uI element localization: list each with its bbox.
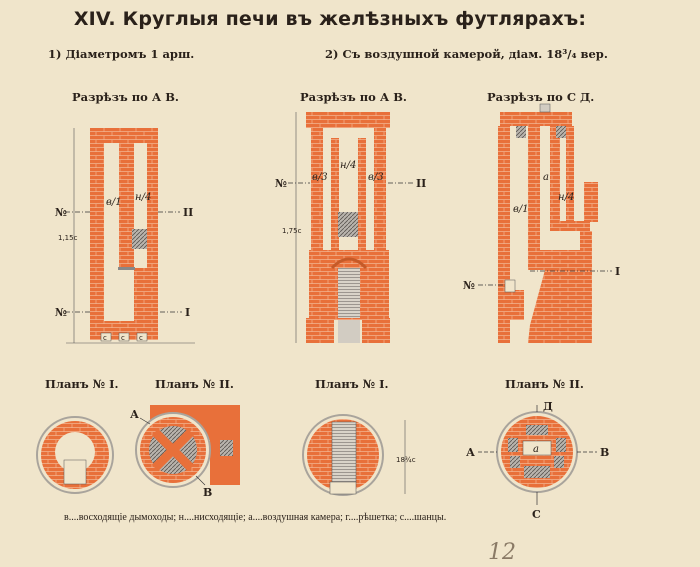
label-no-1: № [55,206,67,219]
label-A-plan4: А [466,446,475,459]
plan-heading-3: Планъ № I. [315,377,389,391]
label-c-2: с [121,334,125,342]
label-v3-right: в/3 [368,172,384,183]
label-A-plan2: А [130,408,139,421]
legend: в....восходящіе дымоходы; н....нисходящі… [64,512,447,523]
label-diameter: 18¾с [396,456,416,464]
label-c-3: с [139,334,143,342]
section-drawing-2: в/3 н/4 в/3 1,75с № II [275,112,426,343]
section-heading-2: Разрѣзъ по А В. [300,90,407,104]
page-title: XIV. Круглыя печи въ желѣзныхъ футлярахъ… [73,8,587,30]
label-n4-3: н/4 [558,192,574,203]
label-C-plan4: С [532,508,541,521]
plan-drawing-1 [36,416,114,494]
plan-heading-2: Планъ № II. [155,377,234,391]
label-height-1: 1,15с [58,234,78,242]
plan-drawing-4: а А В Д С [466,400,609,521]
section-heading-1: Разрѣзъ по А В. [72,90,179,104]
label-a-plan: а [533,444,539,455]
label-v3-left: в/3 [312,172,328,183]
label-v1-3: в/1 [513,204,529,215]
label-c-1: с [103,334,107,342]
label-D-plan4: Д [543,400,553,413]
plan-heading-1: Планъ № I. [45,377,119,391]
plan-drawing-2: А В [130,405,240,499]
label-n4-2: н/4 [340,160,356,171]
label-ii-2: II [416,177,426,190]
section-drawing-3: а в/1 н/4 I № [463,103,620,343]
label-no-2: № [55,306,67,319]
label-height-2: 1,75с [282,227,302,235]
label-B-plan4: В [600,446,609,459]
plan-heading-4: Планъ № II. [505,377,584,391]
label-no-3: № [275,177,287,190]
label-no-4: № [463,279,475,292]
subtitle-2: 2) Съ воздушной камерой, діам. 18³/₄ вер… [325,47,608,61]
label-B-plan2: В [203,486,212,499]
subtitle-1: 1) Діаметромъ 1 арш. [48,47,195,61]
page-number: 12 [488,540,516,565]
section-drawing-1: с с с в/1 н/4 1,15с № II № I [55,128,195,344]
label-a-section: а [543,172,549,183]
label-v1: в/1 [106,197,122,208]
label-ii-1: II [183,206,193,219]
label-i-1: I [185,306,190,319]
label-i-3: I [615,265,620,278]
label-n4: н/4 [135,192,151,203]
section-heading-3: Разрѣзъ по С Д. [487,90,595,104]
plan-drawing-3: 18¾с [302,414,416,496]
